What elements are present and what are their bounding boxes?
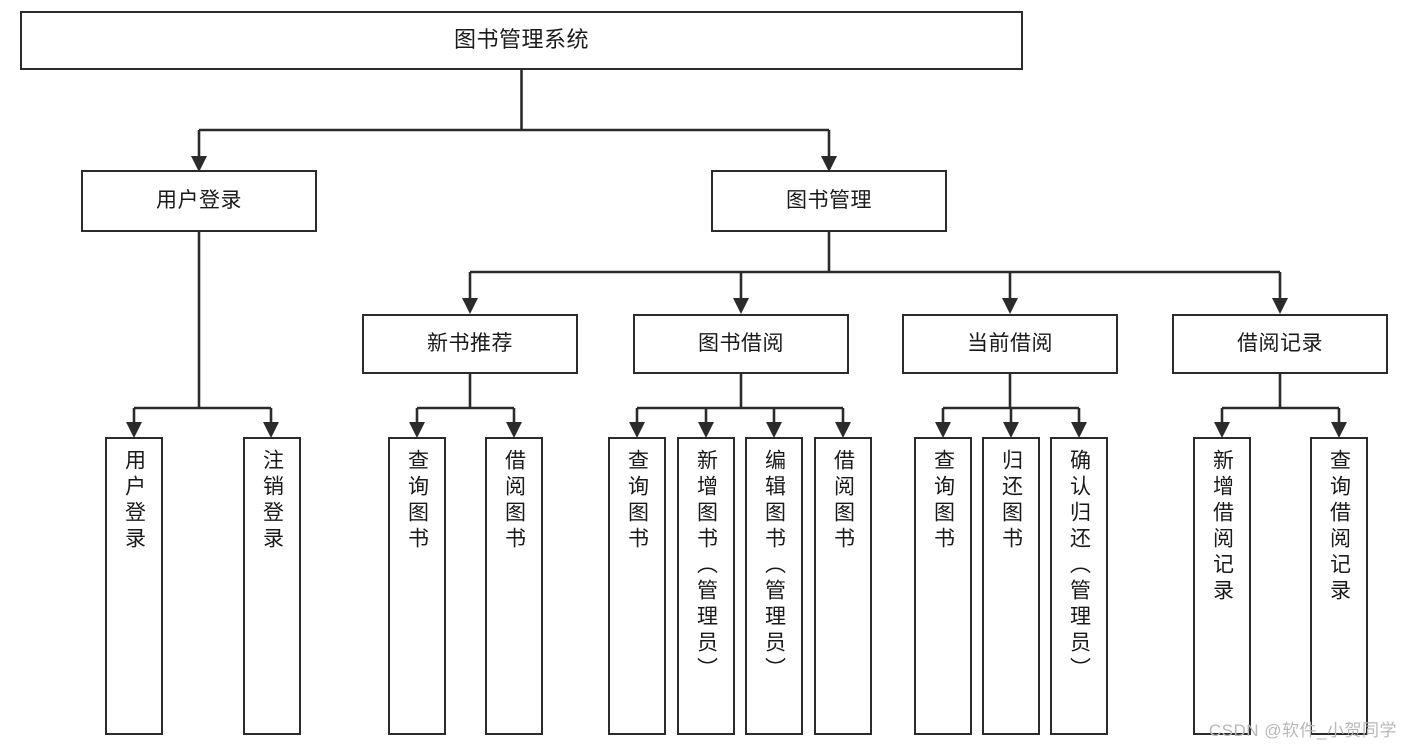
arrow-bookmgmt-to-borrow-record (1272, 298, 1288, 314)
node-label: 查询图书 (931, 449, 955, 553)
arrow-bookmgmt-to-new-book (462, 298, 478, 314)
node-label: 用户登录 (156, 189, 242, 213)
node-book-borrow[interactable]: 图书借阅 (633, 314, 849, 374)
arrow-bookborrow-leaf-3 (766, 422, 782, 438)
node-label: 图书借阅 (698, 332, 784, 356)
arrow-newbook-leaf-2 (506, 422, 522, 438)
node-label: 查询图书 (625, 449, 649, 553)
node-user-login[interactable]: 用户登录 (81, 170, 317, 232)
node-label: 查询图书 (405, 449, 429, 553)
arrow-bookborrow-leaf-1 (629, 422, 645, 438)
node-label: 借阅图书 (502, 449, 526, 553)
arrow-newbook-leaf-1 (409, 422, 425, 438)
leaf-borrow-book-new-recommend[interactable]: 借阅图书 (485, 437, 543, 735)
leaf-query-borrow-record[interactable]: 查询借阅记录 (1310, 437, 1368, 735)
leaf-add-book-admin[interactable]: 新增图书（管理员） (677, 437, 735, 735)
node-label: 编辑图书（管理员） (762, 449, 786, 683)
node-label: 当前借阅 (967, 332, 1053, 356)
node-label: 确认归还（管理员） (1067, 449, 1091, 683)
node-label: 新书推荐 (427, 332, 513, 356)
node-label: 图书管理系统 (453, 27, 589, 53)
node-label: 注销登录 (260, 449, 284, 553)
leaf-query-book-borrow[interactable]: 查询图书 (608, 437, 666, 735)
arrow-userlogin-leaf-1 (126, 422, 142, 438)
leaf-return-book[interactable]: 归还图书 (982, 437, 1040, 735)
node-label: 用户登录 (122, 449, 146, 553)
arrow-borrowrecord-leaf-2 (1331, 422, 1347, 438)
node-label: 借阅图书 (831, 449, 855, 553)
arrow-currentborrow-leaf-1 (935, 422, 951, 438)
node-current-borrow[interactable]: 当前借阅 (902, 314, 1118, 374)
leaf-query-book-current[interactable]: 查询图书 (914, 437, 972, 735)
node-new-book-recommend[interactable]: 新书推荐 (362, 314, 578, 374)
arrow-userlogin-leaf-2 (263, 422, 279, 438)
node-book-management[interactable]: 图书管理 (711, 170, 947, 232)
node-label: 新增借阅记录 (1210, 449, 1234, 605)
csdn-watermark: CSDN @软件_小贺同学 (1208, 721, 1397, 740)
node-label: 借阅记录 (1237, 332, 1323, 356)
leaf-add-borrow-record[interactable]: 新增借阅记录 (1193, 437, 1251, 735)
arrow-bookborrow-leaf-2 (698, 422, 714, 438)
node-label: 新增图书（管理员） (694, 449, 718, 683)
leaf-edit-book-admin[interactable]: 编辑图书（管理员） (745, 437, 803, 735)
node-label: 图书管理 (786, 189, 872, 213)
leaf-query-book-new-recommend[interactable]: 查询图书 (388, 437, 446, 735)
node-label: 归还图书 (999, 449, 1023, 553)
arrow-currentborrow-leaf-2 (1003, 422, 1019, 438)
arrow-bookborrow-leaf-4 (835, 422, 851, 438)
arrow-currentborrow-leaf-3 (1071, 422, 1087, 438)
node-borrow-record[interactable]: 借阅记录 (1172, 314, 1388, 374)
arrow-borrowrecord-leaf-1 (1214, 422, 1230, 438)
arrow-bookmgmt-to-book-borrow (733, 298, 749, 314)
arrow-bookmgmt-to-current-borrow (1002, 298, 1018, 314)
leaf-user-login[interactable]: 用户登录 (105, 437, 163, 735)
leaf-borrow-book[interactable]: 借阅图书 (814, 437, 872, 735)
node-label: 查询借阅记录 (1327, 449, 1351, 605)
leaf-confirm-return-admin[interactable]: 确认归还（管理员） (1050, 437, 1108, 735)
node-root-book-management-system[interactable]: 图书管理系统 (20, 11, 1023, 70)
leaf-logout[interactable]: 注销登录 (243, 437, 301, 735)
